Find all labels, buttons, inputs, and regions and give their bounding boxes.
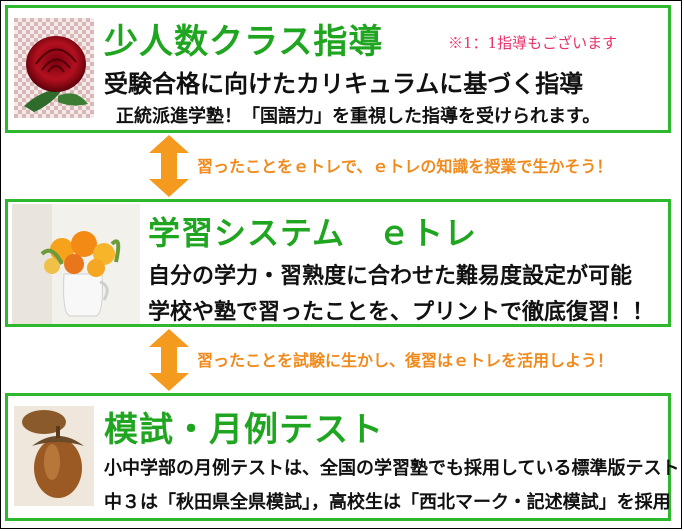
section-line-1: 受験合格に向けたカリキュラムに基づく指導 — [104, 69, 584, 98]
acorn-photo-icon — [14, 406, 94, 506]
double-arrow-icon — [149, 135, 189, 197]
rose-photo-icon — [14, 18, 94, 118]
section-line-2: 学校や塾で習ったことを、プリントで徹底復習！！ — [148, 299, 655, 325]
section-title: 少人数クラス指導 — [104, 22, 384, 62]
connector-text: 習ったことを試験に生かし、復習はｅトレを活用しよう！ — [197, 351, 614, 370]
flowers-photo-icon — [12, 204, 140, 324]
section-line-1: 自分の学力・習熟度に合わせた難易度設定が可能 — [148, 263, 633, 289]
section-mock-exam: 模試・月例テスト 小中学部の月例テストは、全国の学習塾でも採用している標準版テス… — [5, 393, 679, 521]
section-line-2: 中３は「秋田県全県模試」，高校生は「西北マーク・記述模試」を採用 — [104, 492, 671, 513]
section-small-class: 少人数クラス指導 ※1：1指導もございます 受験合格に向けたカリキュラムに基づく… — [5, 5, 671, 133]
double-arrow-icon — [149, 329, 189, 391]
note-text: ※1：1指導もございます — [448, 34, 618, 52]
section-title: 模試・月例テスト — [104, 410, 384, 450]
section-learning-system: 学習システム ｅトレ 自分の学力・習熟度に合わせた難易度設定が可能 学校や塾で習… — [5, 199, 671, 327]
section-line-2: 正統派進学塾！「国語力」を重視した指導を受けられます。 — [116, 106, 601, 127]
connector-text: 習ったことをｅトレで、ｅトレの知識を授業で生かそう！ — [197, 157, 613, 176]
section-line-1: 小中学部の月例テストは、全国の学習塾でも採用している標準版テスト — [104, 458, 680, 479]
section-title: 学習システム ｅトレ — [148, 214, 478, 252]
